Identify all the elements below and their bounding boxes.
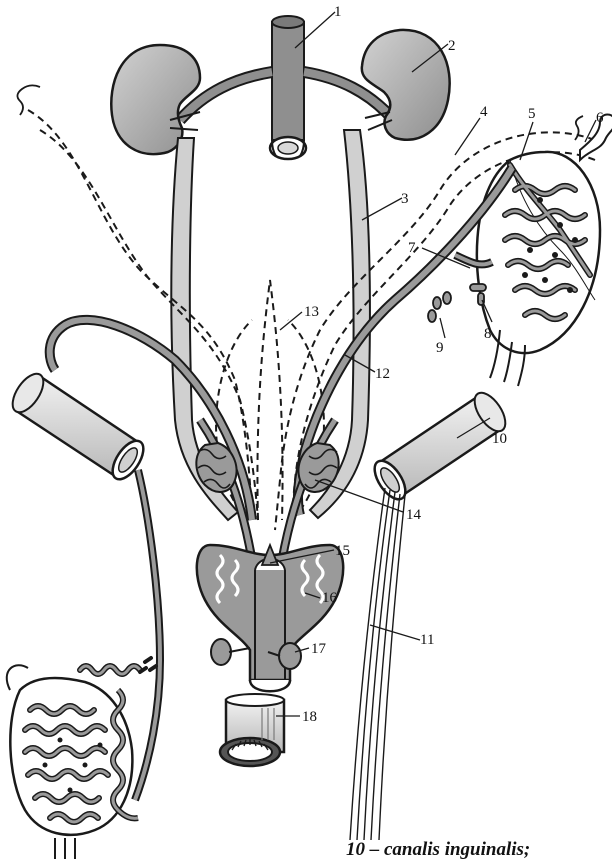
label-3: 3 [401, 191, 409, 207]
right-kidney [362, 30, 450, 140]
label-13: 13 [304, 304, 319, 320]
seminal-vesicles [196, 443, 338, 492]
caption-text: 10 – canalis inguinalis; [346, 839, 530, 859]
label-2: 2 [448, 38, 456, 54]
label-11: 11 [420, 632, 434, 648]
label-4: 4 [480, 104, 488, 120]
label-8: 8 [484, 326, 492, 342]
label-1: 1 [334, 4, 342, 20]
left-inguinal-canal [7, 369, 150, 485]
right-inguinal-canal [369, 388, 512, 505]
label-12: 12 [375, 366, 390, 382]
round-ligament [350, 488, 405, 840]
label-10: 10 [492, 431, 507, 447]
ovary [477, 115, 612, 387]
testis [7, 658, 156, 859]
label-9: 9 [436, 340, 444, 356]
rectum-tube [220, 694, 284, 766]
label-16: 16 [322, 590, 338, 606]
label-6: 6 [596, 110, 604, 126]
label-17: 17 [311, 641, 327, 657]
label-14: 14 [406, 507, 422, 523]
label-7: 7 [408, 240, 416, 256]
left-spermatic-cord [135, 470, 160, 800]
label-18: 18 [302, 709, 317, 725]
aorta [270, 16, 306, 159]
prostate [197, 545, 343, 691]
label-5: 5 [528, 106, 536, 122]
label-15: 15 [335, 543, 350, 559]
paroophoron-bits [428, 284, 486, 322]
